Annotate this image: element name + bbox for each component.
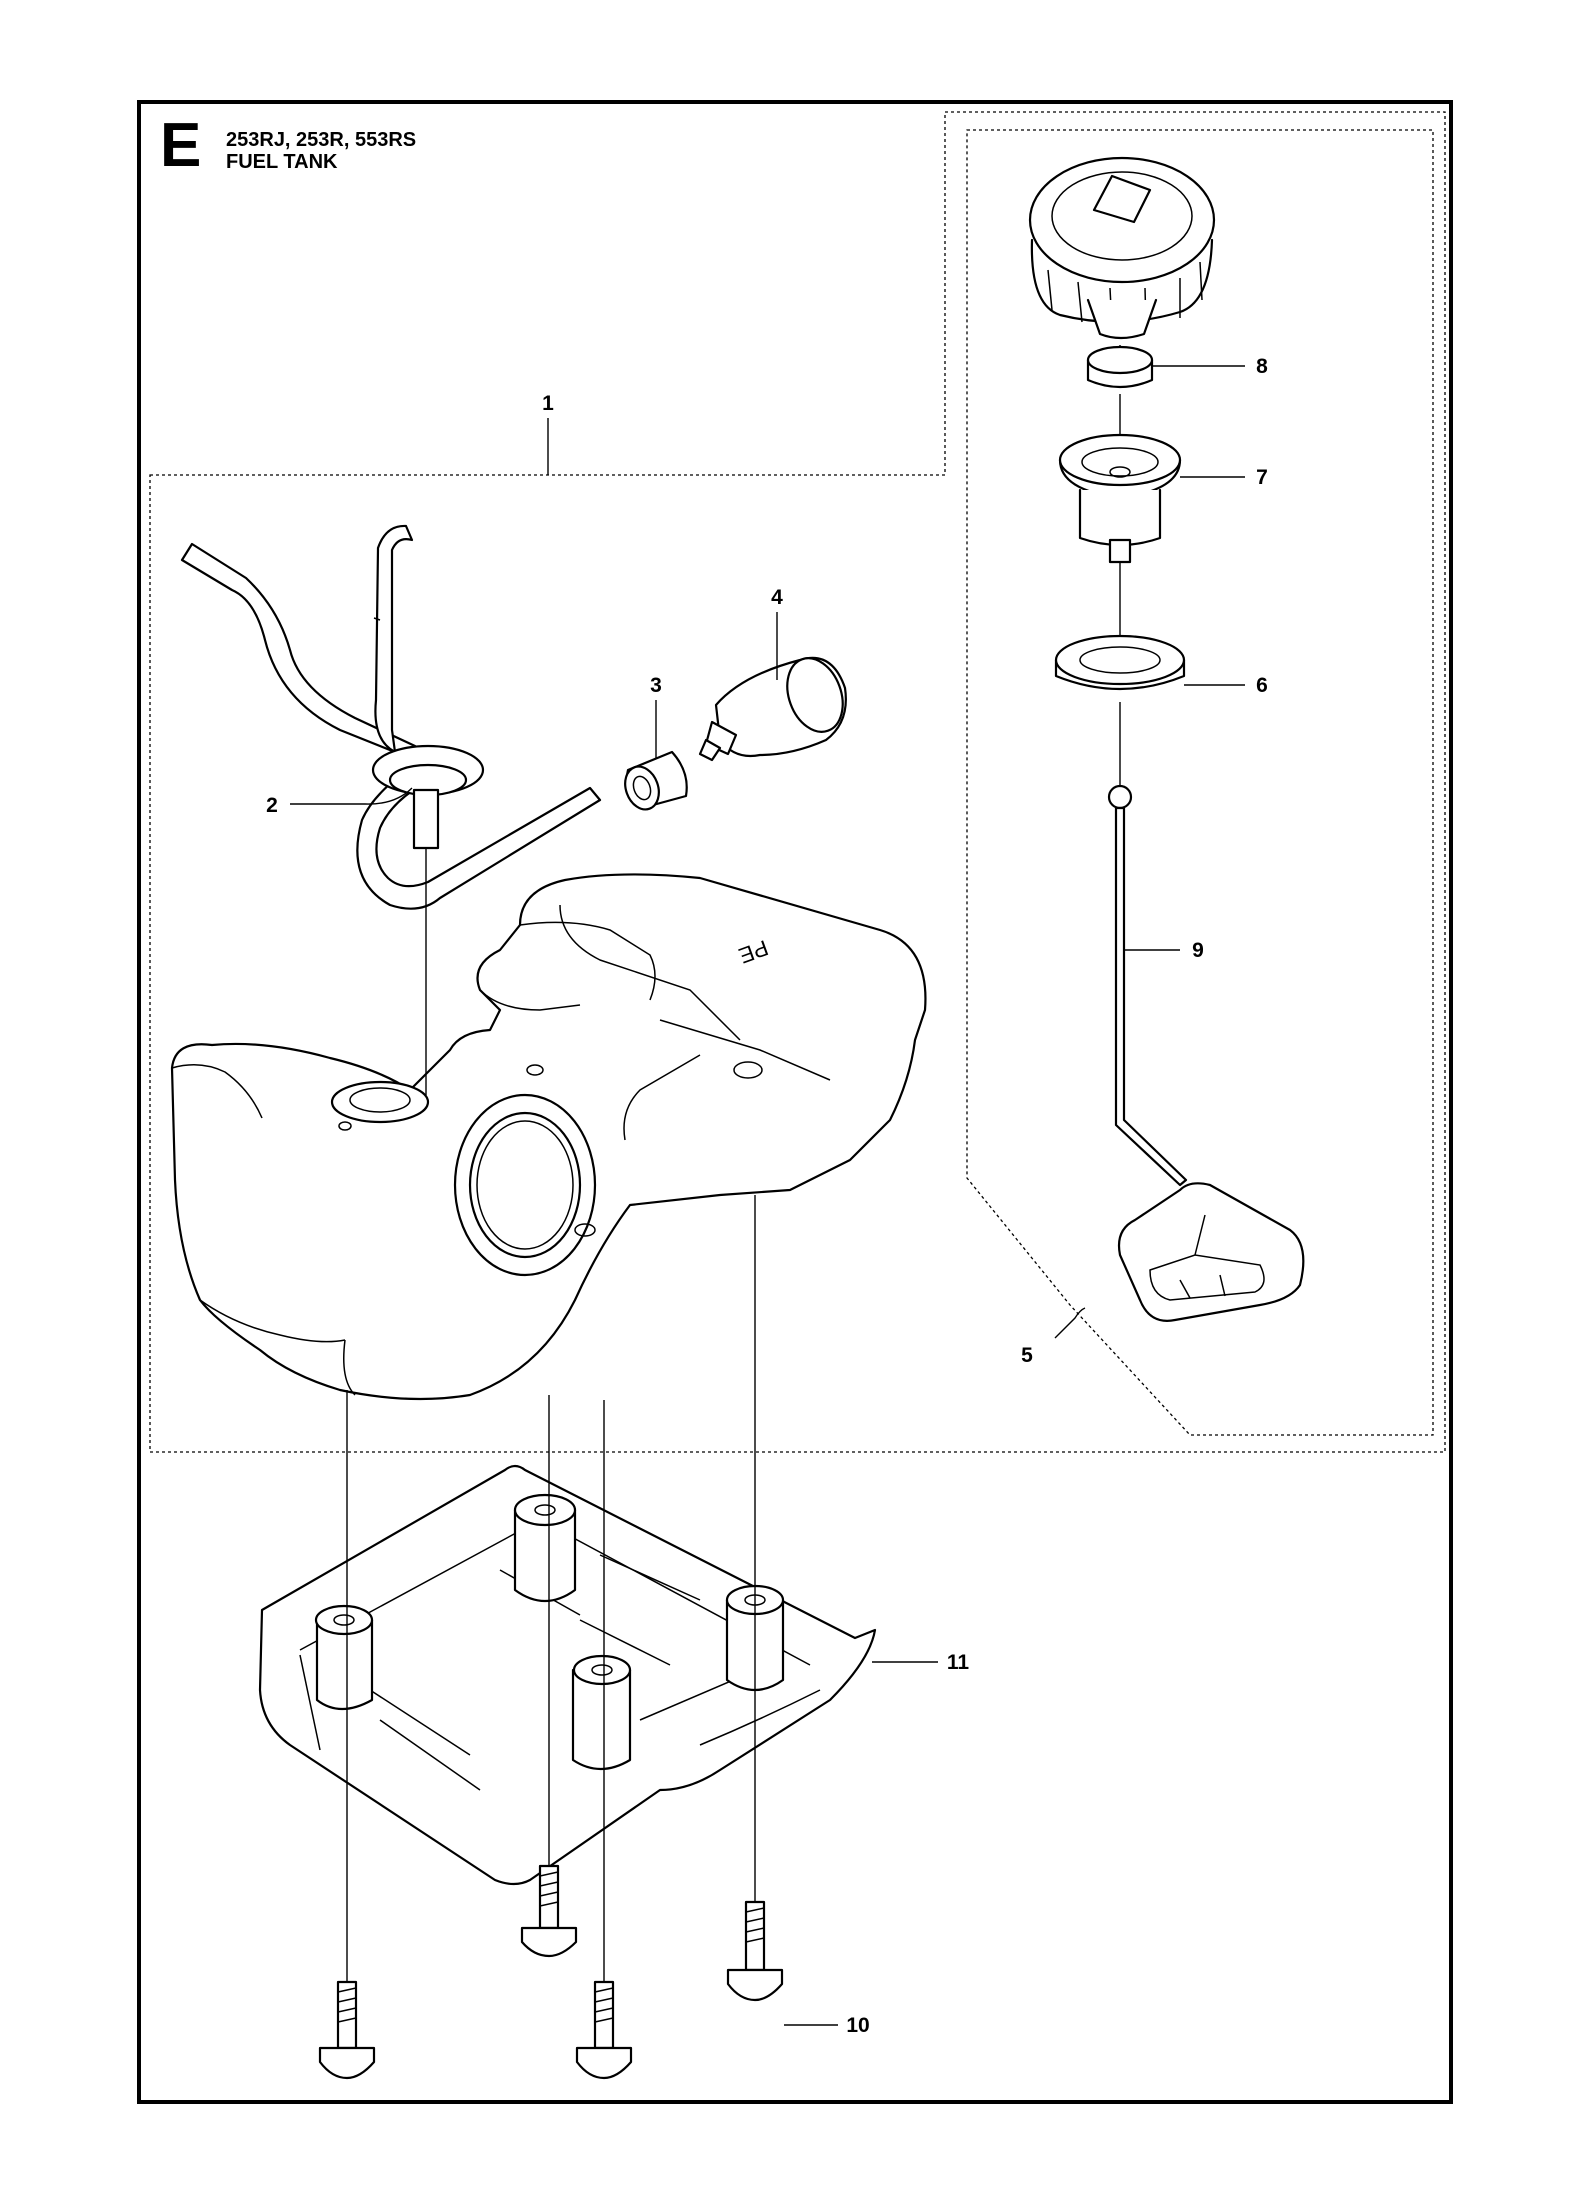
cap-insert bbox=[1086, 345, 1154, 389]
callout-7: 7 bbox=[1256, 466, 1268, 489]
header-title: FUEL TANK bbox=[226, 151, 338, 173]
callout-1: 1 bbox=[542, 392, 554, 415]
bolt-left bbox=[318, 1980, 376, 2080]
assembly-axis-lines bbox=[346, 848, 756, 1982]
callout-3: 3 bbox=[650, 674, 662, 697]
guard-boss-2 bbox=[513, 1493, 577, 1602]
fuel-hose-assembly bbox=[180, 524, 602, 910]
cap-retainer-strap bbox=[1107, 784, 1305, 1322]
header-models: 253RJ, 253R, 553RS bbox=[226, 129, 417, 151]
callout-2: 2 bbox=[266, 794, 278, 817]
callout-10: 10 bbox=[846, 2014, 869, 2037]
tank-seal-ring bbox=[1054, 634, 1186, 691]
bolt-center-left bbox=[520, 1864, 578, 1958]
group-boundary-tank-assembly bbox=[149, 111, 1446, 1453]
hose-connector bbox=[624, 750, 688, 811]
callout-11: 11 bbox=[947, 1651, 970, 1674]
tank-guard-plate bbox=[258, 1464, 877, 1886]
fuel-filter bbox=[698, 656, 847, 762]
group-boundary-cap-assembly bbox=[966, 129, 1434, 1436]
page-frame bbox=[137, 100, 1453, 2104]
callout-leaders bbox=[290, 365, 1245, 2026]
callout-numbers: 1 2 3 4 5 6 7 8 9 10 11 bbox=[266, 355, 1268, 2037]
cap-vent-assembly bbox=[1058, 433, 1182, 564]
callout-5: 5 bbox=[1021, 1344, 1033, 1367]
bolt-center bbox=[575, 1980, 633, 2080]
callout-6: 6 bbox=[1256, 674, 1268, 697]
fuel-tank: PE bbox=[170, 873, 927, 1401]
callout-9: 9 bbox=[1192, 939, 1204, 962]
callout-8: 8 bbox=[1256, 355, 1268, 378]
callout-4: 4 bbox=[771, 586, 783, 609]
guard-boss-1 bbox=[314, 1604, 374, 1711]
guard-boss-3 bbox=[571, 1654, 632, 1771]
bolt-right bbox=[726, 1900, 784, 2002]
fuel-cap bbox=[1028, 156, 1216, 340]
section-letter: E bbox=[160, 111, 202, 180]
